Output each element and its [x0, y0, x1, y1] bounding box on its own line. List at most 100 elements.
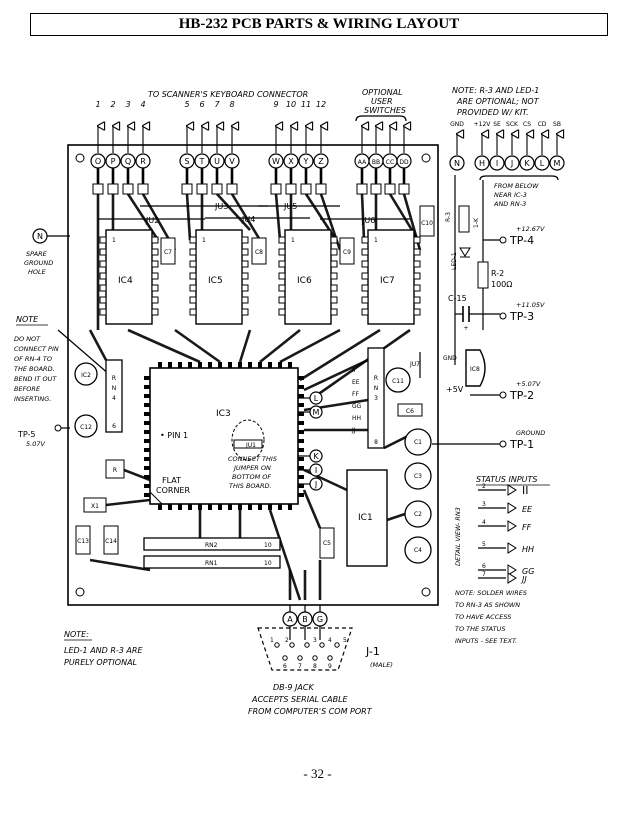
switches-brace — [355, 115, 407, 122]
scanner-pin-number: 12 — [316, 100, 326, 109]
page-number: - 32 - — [303, 766, 332, 781]
db9-pin: 7 — [298, 663, 302, 670]
svg-text:I: I — [496, 159, 498, 168]
side-pad-k: K — [309, 449, 323, 463]
pad-w: W — [268, 153, 284, 169]
ic1 — [346, 469, 388, 567]
c6 — [397, 403, 423, 417]
svg-text:W: W — [272, 157, 280, 166]
svg-text:C5: C5 — [323, 540, 331, 547]
bottom-pad-b: B — [297, 611, 313, 627]
svg-text:IC6: IC6 — [297, 276, 312, 286]
svg-text:3: 3 — [374, 395, 378, 402]
mounting-hole — [421, 587, 431, 597]
r1 — [105, 459, 125, 479]
svg-text:R-3: R-3 — [445, 212, 452, 222]
hole-label: HOLE — [28, 268, 47, 276]
db9-pin: 8 — [313, 663, 317, 670]
svg-text:10: 10 — [264, 542, 272, 549]
spare-label: SPARE — [26, 250, 48, 258]
svg-text:FF: FF — [522, 523, 532, 532]
ju6-label: JU6 — [361, 216, 375, 225]
svg-text:C6: C6 — [406, 408, 414, 415]
pad-cc: CC — [382, 153, 398, 169]
bottom-pad-g: G — [312, 611, 328, 627]
svg-text:X1: X1 — [91, 503, 99, 510]
c4: C4 — [404, 536, 432, 564]
optional-label: OPTIONAL — [362, 88, 403, 97]
svg-text:L: L — [540, 159, 545, 168]
ic6: IC6 1 — [284, 229, 332, 325]
c5 — [319, 527, 335, 559]
ic-row-pins — [99, 236, 421, 316]
svg-text:G: G — [317, 615, 323, 624]
note-rn4-line: OF RN-4 TO — [14, 355, 52, 363]
status-note-line: NOTE: SOLDER WIRES — [455, 589, 527, 597]
pad-p: P — [105, 153, 121, 169]
status-row-ff: 4FF — [478, 519, 532, 532]
svg-text:JUMPER ON: JUMPER ON — [232, 464, 271, 472]
scanner-pin-number: 11 — [301, 100, 311, 109]
status-inputs-title: STATUS INPUTS — [476, 475, 537, 484]
svg-text:6: 6 — [482, 563, 486, 570]
svg-text:IC1: IC1 — [358, 513, 373, 523]
page-title: HB-232 PCB PARTS & WIRING LAYOUT — [30, 13, 608, 36]
db9-pin: 3 — [313, 637, 317, 644]
from-below-3: AND RN-3 — [493, 200, 526, 208]
r2-resistor — [477, 261, 489, 289]
scanner-pin-number: 4 — [140, 100, 145, 109]
test-point-1: TP-4+12.67V — [483, 225, 545, 247]
header-pad — [398, 183, 410, 195]
supply-brace — [479, 175, 559, 181]
note-rn4-line: BEFORE — [14, 385, 41, 393]
note-rn4-title: NOTE — [16, 315, 39, 324]
pad-n: N — [449, 155, 465, 171]
header-pad — [226, 183, 238, 195]
svg-text:10: 10 — [264, 560, 272, 567]
header-pad — [137, 183, 149, 195]
svg-text:DD: DD — [399, 159, 409, 166]
ju4-label: JU4 — [241, 215, 255, 224]
header-pad — [211, 183, 223, 195]
c2: C2 — [404, 500, 432, 528]
ground-label: GROUND — [24, 259, 53, 267]
svg-text:Y: Y — [303, 157, 309, 166]
status-row-hh: 5HH — [478, 541, 534, 554]
header-pad — [356, 183, 368, 195]
svg-text:J: J — [314, 480, 317, 489]
svg-text:2: 2 — [482, 483, 486, 490]
test-point-label: TP-4 — [509, 234, 534, 247]
j1-label: J-1 — [365, 645, 380, 658]
pad-j: J — [504, 155, 520, 171]
svg-text:C8: C8 — [255, 249, 263, 256]
svg-text:U: U — [214, 157, 220, 166]
jumper-row: JU2 JU3 JU4 JU5 JU6 — [98, 202, 410, 225]
c14 — [103, 525, 119, 555]
c7: C7 — [160, 237, 176, 265]
header-pad — [300, 183, 312, 195]
status-note-line: INPUTS - SEE TEXT. — [455, 637, 517, 645]
svg-text:C12: C12 — [80, 424, 92, 431]
svg-text:4: 4 — [112, 395, 116, 402]
svg-text:M: M — [554, 159, 561, 168]
svg-text:K: K — [524, 159, 530, 168]
svg-text:AA: AA — [358, 159, 367, 166]
svg-text:EE: EE — [522, 505, 533, 514]
x1 — [83, 497, 107, 513]
ic3 — [149, 367, 299, 505]
svg-text:I: I — [315, 466, 317, 475]
rn1 — [143, 555, 281, 569]
svg-text:IC3: IC3 — [216, 409, 231, 419]
pad-s: S — [179, 153, 195, 169]
detail-view-label: DETAIL VIEW- RN3 — [454, 507, 462, 566]
pad-x: X — [283, 153, 299, 169]
side-pad-i: I — [309, 463, 323, 477]
note-bottom-line1: LED-1 AND R-3 ARE — [64, 646, 143, 655]
svg-text:R-2: R-2 — [491, 269, 504, 278]
svg-text:BOTTOM OF: BOTTOM OF — [232, 473, 271, 481]
